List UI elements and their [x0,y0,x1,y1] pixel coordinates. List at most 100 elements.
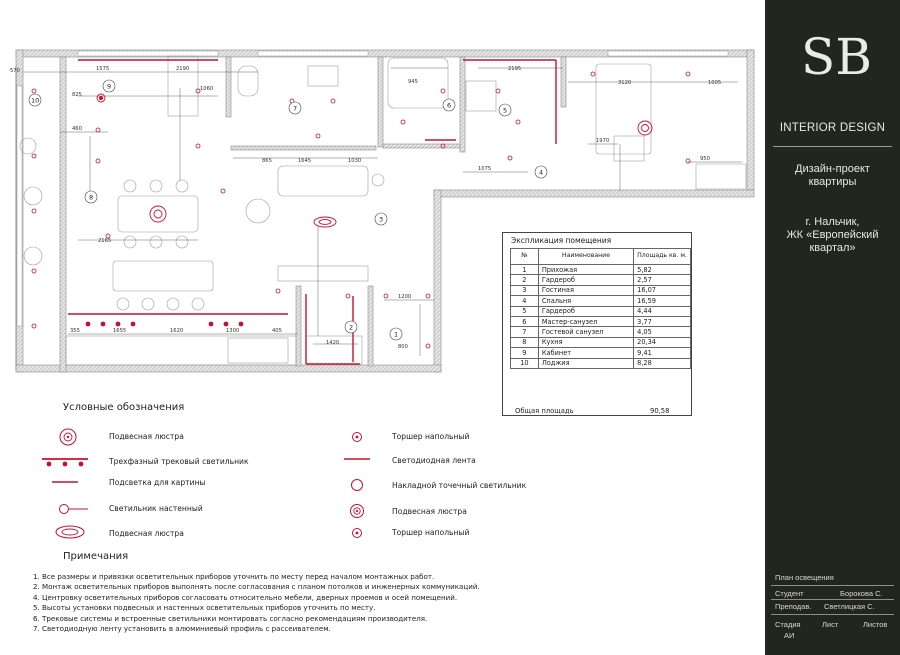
note-line: 5. Высоты установки подвесных и настенны… [33,603,376,613]
legend-label: Трехфазный трековый светильник [109,457,249,466]
cell-area: 4,44 [633,305,691,317]
led-strip-icon [344,458,370,460]
cell-number: 7 [510,326,539,338]
total-area-label: Общая площадь [515,407,574,415]
cell-name: Спальня [537,295,635,307]
header-name: Наименование [537,248,635,265]
sheet-name: План освещения [775,573,834,582]
dim-label: 1620 [170,328,183,334]
legend-label: Подвесная люстра [392,507,467,516]
cell-area: 3,77 [633,315,691,328]
cell-area: 4,05 [633,326,691,338]
cell-number: 6 [510,315,539,328]
oval-chandelier-icon [55,525,85,539]
room-label: 9 [107,83,111,91]
explication-table: Экспликация помещения № Наименование Пло… [502,232,692,416]
track-light-icon [42,458,88,467]
dim-label: 1005 [708,80,721,86]
project-line: квартиры [808,176,857,188]
legend-label: Светодиодная лента [392,456,476,465]
picture-light-icon [52,481,78,483]
dim-label: 2190 [176,66,189,72]
dim-label: 1645 [298,158,311,164]
logo-letter-s: SB [801,28,872,86]
cell-area: 16,59 [633,295,691,307]
divider [773,146,892,147]
note-line: 2. Монтаж осветительных приборов выполня… [33,582,480,592]
studio-logo: SB [801,28,872,86]
windows [16,50,729,327]
title-panel: SB INTERIOR DESIGN Дизайн-проект квартир… [765,0,900,655]
dim-label: 460 [72,126,82,132]
dim-label: 1575 [96,66,109,72]
dim-label: 1060 [200,86,213,92]
note-line: 7. Светодиодную ленту установить в алюми… [33,624,331,634]
fixtures [96,93,653,228]
room-label: 4 [539,169,543,177]
dim-label: 865 [262,158,272,164]
stage-label: Стадия [775,620,801,629]
student-name: Борокова С. [840,589,883,598]
dim-label: 570 [10,68,20,74]
furniture [19,55,747,366]
legend-label: Подвесная люстра [109,432,184,441]
cell-area: 2,57 [633,274,691,286]
explication-title: Экспликация помещения [511,236,612,245]
dimension-labels: 570 1575 2190 1060 825 460 865 1645 1030… [10,66,721,350]
divider [771,585,894,586]
cell-name: Гардероб [537,305,635,317]
location-line: квартал» [809,242,856,254]
dim-label: 1300 [226,328,239,334]
cell-number: 1 [510,263,539,276]
student-label: Студент [775,589,804,598]
room-label: 3 [379,216,383,224]
floor-lamp-icon [352,432,362,442]
floor-lamp-icon [352,528,362,538]
total-area-value: 90,58 [650,407,670,415]
room-label: 7 [293,105,297,113]
header-area: Площадь кв. м. [633,248,691,265]
room-label: 1 [394,331,398,339]
dim-label: 1075 [478,166,491,172]
cell-number: 5 [510,305,539,317]
dim-label: 1030 [348,158,361,164]
legend-label: Торшер напольный [392,528,470,537]
cell-number: 10 [510,357,539,369]
dim-label: 825 [72,92,82,98]
stage-value: АИ [784,631,795,640]
dim-label: 405 [272,328,282,334]
project-title: Дизайн-проект квартиры [765,163,900,189]
wall-lamp-icon [59,504,88,514]
note-line: 6. Трековые системы и встроенные светиль… [33,613,428,623]
location-line: г. Нальчик, [805,216,860,228]
cell-area: 8,28 [633,357,691,369]
project-line: Дизайн-проект [795,163,870,175]
cell-number: 3 [510,284,539,297]
cell-number: 9 [510,347,539,359]
dim-label: 2165 [98,238,111,244]
table-header-row: № Наименование Площадь кв. м. [510,248,691,265]
spot-lights [31,71,691,349]
dim-label: 950 [700,156,710,162]
legend-title: Условные обозначения [63,402,185,413]
studio-name: INTERIOR DESIGN [779,122,886,134]
room-label: 2 [349,324,353,332]
room-numbers: 10 9 8 7 6 5 4 3 2 1 [28,79,548,341]
cell-name: Гардероб [537,274,635,286]
cell-name: Лоджия [537,357,635,369]
dim-label: 945 [408,79,418,85]
sheets-label: Листов [863,620,888,629]
room-label: 6 [447,102,451,110]
cell-area: 5,82 [633,263,691,276]
cell-name: Кабинет [537,347,635,359]
chandelier-icon [59,428,77,446]
legend-label: Светильник настенный [109,504,203,513]
note-line: 4. Центровку осветительных приборов согл… [33,592,458,602]
